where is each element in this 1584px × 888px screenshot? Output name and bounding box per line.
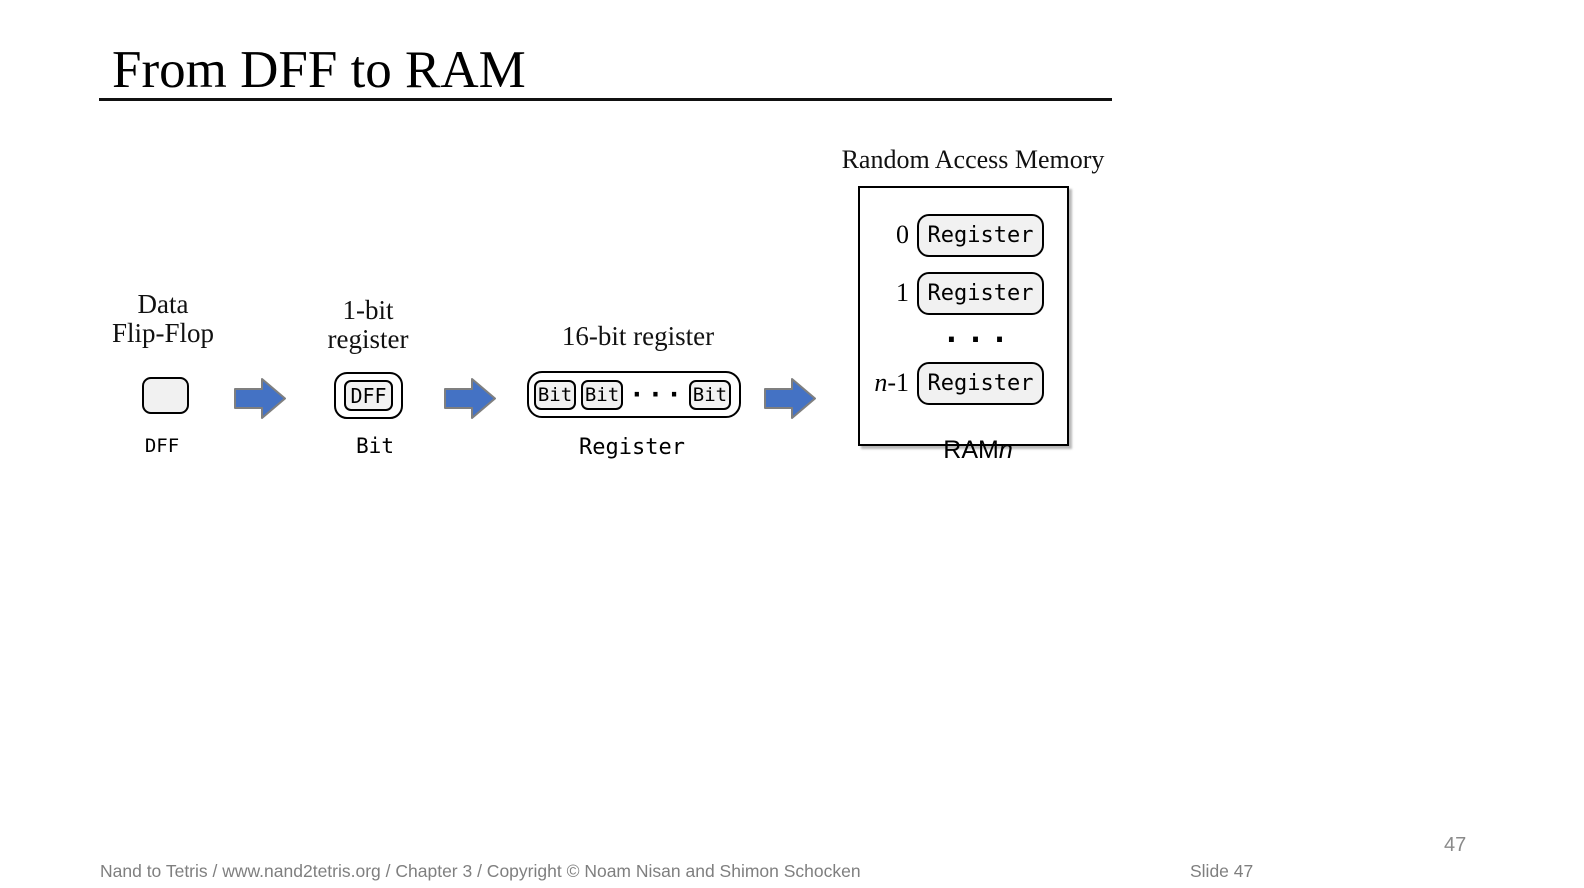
bit-cell: Bit bbox=[581, 379, 623, 410]
right-arrow-shape bbox=[764, 378, 816, 419]
title-underline bbox=[99, 98, 1112, 101]
bit-label-line2: register bbox=[327, 324, 409, 354]
ellipsis-dots: ··· bbox=[942, 322, 1015, 358]
right-arrow-icon bbox=[234, 378, 286, 419]
page-title: From DFF to RAM bbox=[112, 41, 526, 99]
ellipsis-dots: ··· bbox=[629, 379, 685, 410]
ram-caption-variable: n bbox=[998, 436, 1013, 464]
corner-page-number: 47 bbox=[1444, 834, 1467, 856]
ram-row-index: n-1 bbox=[860, 368, 917, 398]
ram-box: 0 Register 1 Register ··· n-1 Register bbox=[858, 186, 1069, 446]
footer-slide-number: Slide 47 bbox=[1190, 861, 1254, 881]
register-chip: Register bbox=[917, 213, 1044, 257]
bit-cell: Bit bbox=[534, 379, 576, 410]
ram-ellipsis-row: ··· bbox=[917, 322, 1040, 358]
ram-caption: RAMn bbox=[903, 436, 1053, 465]
footer-attribution: Nand to Tetris / www.nand2tetris.org / C… bbox=[100, 861, 861, 881]
ram-row: 0 Register bbox=[860, 213, 1067, 257]
bit-chip: DFF bbox=[334, 372, 403, 419]
dff-label-line2: Flip-Flop bbox=[111, 318, 215, 348]
right-arrow-icon bbox=[444, 378, 496, 419]
ram-row: n-1 Register bbox=[860, 361, 1067, 405]
dff-chip bbox=[142, 377, 189, 414]
register-chip: Register bbox=[917, 361, 1044, 405]
dff-caption: DFF bbox=[144, 435, 180, 457]
right-arrow-shape bbox=[444, 378, 496, 419]
right-arrow-shape bbox=[234, 378, 286, 419]
ram-index-variable: n bbox=[874, 368, 888, 397]
dff-stage-label: Data Flip-Flop bbox=[63, 290, 263, 348]
bit-stage-label: 1-bit register bbox=[268, 296, 468, 354]
ram-row-index: 1 bbox=[896, 278, 909, 307]
right-arrow-icon bbox=[764, 378, 816, 419]
bit-label-line1: 1-bit bbox=[342, 295, 394, 325]
register-chip: Register bbox=[917, 271, 1044, 315]
bit-inner-dff-chip: DFF bbox=[344, 380, 393, 411]
register16-chip: Bit Bit ··· Bit bbox=[527, 371, 741, 418]
bit-caption: Bit bbox=[356, 434, 394, 458]
ram-row: 1 Register bbox=[860, 271, 1067, 315]
ram-stage-label: Random Access Memory bbox=[841, 145, 1105, 174]
bit-cell: Bit bbox=[688, 379, 731, 410]
ram-row-index: 0 bbox=[896, 220, 909, 249]
dff-label-line1: Data bbox=[137, 289, 189, 319]
register16-caption: Register bbox=[579, 435, 685, 460]
ram-index-rest: -1 bbox=[887, 368, 909, 397]
ram-caption-text: RAM bbox=[943, 436, 999, 464]
register16-stage-label: 16-bit register bbox=[561, 321, 715, 351]
